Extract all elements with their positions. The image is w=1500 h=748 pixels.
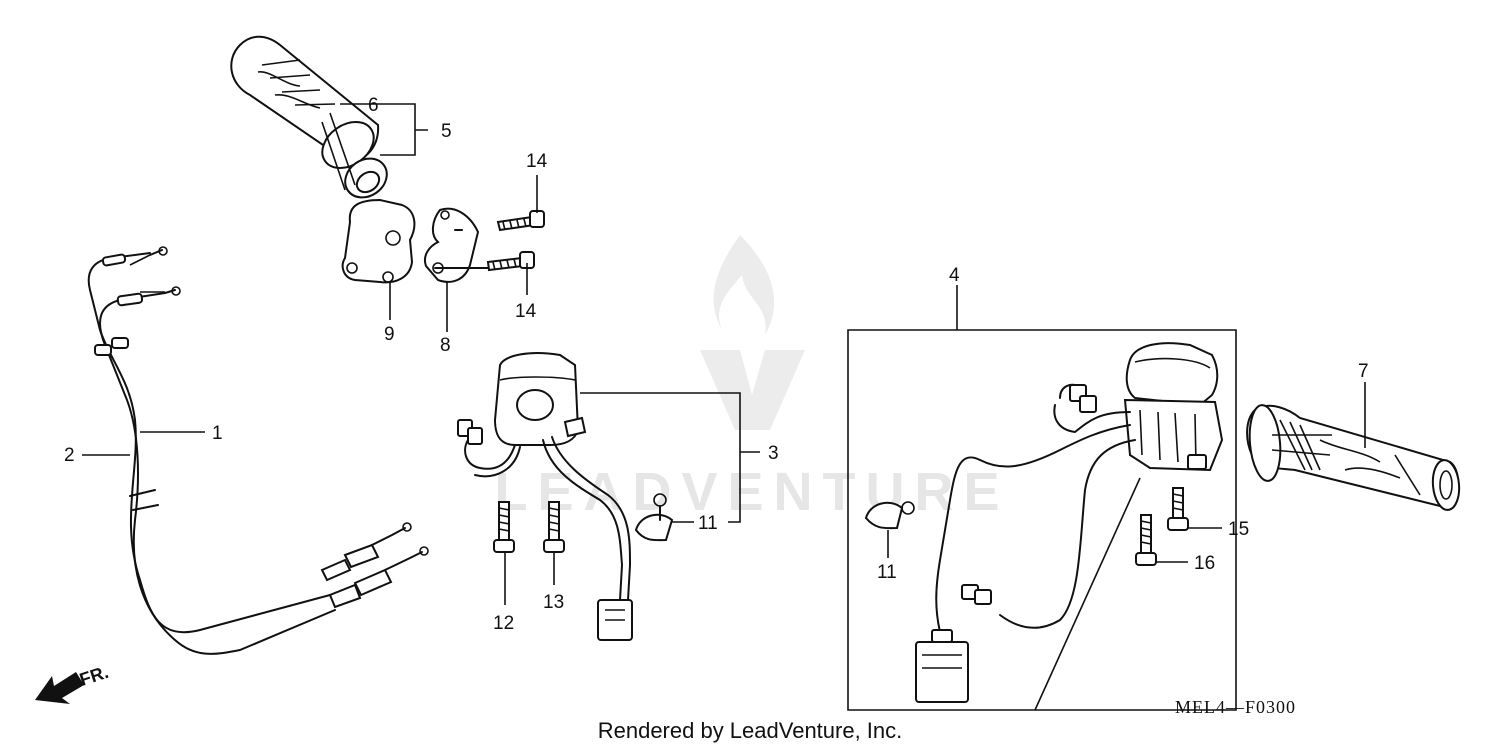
callout-11-right: 11: [877, 562, 897, 583]
front-direction: FR.: [35, 662, 111, 704]
callout-14-upper: 14: [526, 151, 548, 172]
callout-6: 6: [368, 95, 379, 116]
watermark-text: LEADVENTURE: [494, 462, 1009, 522]
leader-lines: [82, 103, 1366, 711]
watermark: LEADVENTURE: [494, 235, 1009, 522]
callout-13: 13: [543, 592, 564, 613]
flame-v-logo-icon: [700, 235, 805, 430]
wire-clip-11-right: [864, 501, 915, 530]
callout-7: 7: [1358, 361, 1369, 382]
callout-12: 12: [493, 613, 514, 634]
callout-5: 5: [441, 121, 452, 142]
callout-11-left: 11: [698, 513, 718, 534]
callout-8: 8: [440, 335, 451, 356]
diagram-code: MEL4—F0300: [1175, 697, 1296, 717]
throttle-cables: [87, 246, 429, 655]
throttle-housing-lower: [424, 207, 480, 283]
callout-2: 2: [64, 445, 75, 466]
callouts: 6 5 14 14 9 8 1 2 3 11 12 13 4 11 15 16 …: [64, 95, 1369, 634]
bolt-14-lower: [434, 251, 535, 272]
screw-15: [1167, 487, 1189, 531]
callout-3: 3: [768, 443, 779, 464]
throttle-grip: [230, 35, 388, 199]
screw-13: [543, 501, 565, 553]
handlebar-grip: [1246, 404, 1461, 511]
screw-16: [1135, 514, 1157, 566]
callout-14-lower: 14: [515, 301, 537, 322]
arrow-front-icon: [35, 672, 84, 704]
credit-text: Rendered by LeadVenture, Inc.: [598, 718, 903, 743]
right-switch-assembly: [915, 342, 1224, 703]
callout-9: 9: [384, 324, 395, 345]
left-switch-assembly: [457, 352, 633, 641]
wire-clip-11-left: [634, 493, 674, 542]
screw-12: [493, 501, 515, 553]
callout-15: 15: [1228, 519, 1249, 540]
callout-4: 4: [949, 265, 960, 286]
throttle-housing-upper: [341, 198, 416, 284]
direction-label: FR.: [77, 662, 111, 690]
callout-16: 16: [1194, 553, 1215, 574]
callout-1: 1: [212, 423, 223, 444]
